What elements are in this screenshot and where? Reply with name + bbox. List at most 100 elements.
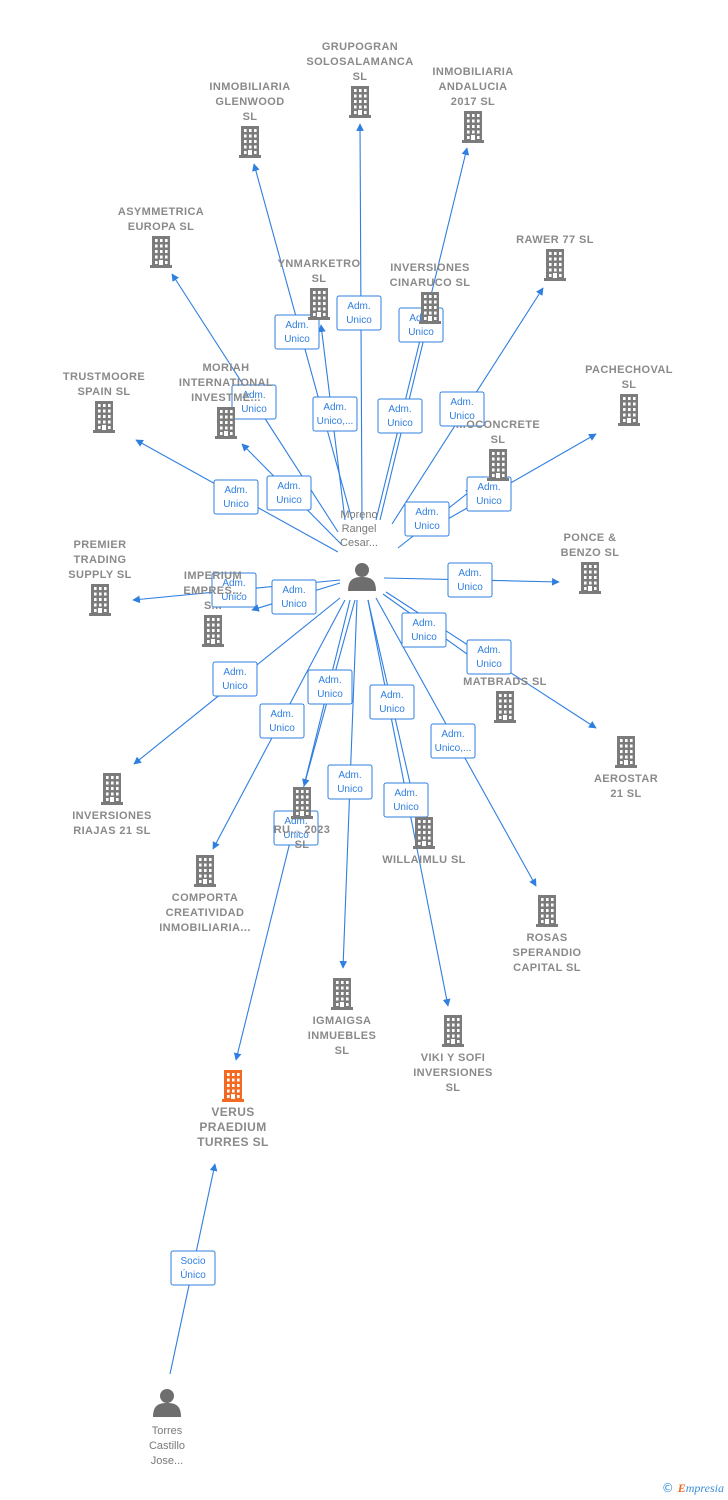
- node-label-line: INMOBILIARIA: [432, 66, 513, 78]
- edge-label-text: Unico: [393, 802, 419, 813]
- edge-label-text: Socio: [180, 1256, 205, 1267]
- edge-label-text: Unico: [337, 784, 363, 795]
- node-label-line: TURRES SL: [197, 1135, 269, 1149]
- edge-label-moreno-imperium[interactable]: Adm.Unico: [271, 579, 317, 615]
- edge-label-moreno-viki[interactable]: Adm. Unico: [383, 782, 429, 818]
- edge-label-moreno-pachechoval[interactable]: Adm.Unico: [466, 476, 512, 512]
- node-label-line: SPAIN SL: [77, 386, 130, 398]
- person-icon: [153, 1389, 181, 1417]
- edge-label-text: Unico: [317, 689, 343, 700]
- edge-label-text: Adm.: [394, 788, 417, 799]
- company-node-comporta[interactable]: COMPORTACREATIVIDADINMOBILIARIA...: [159, 855, 251, 934]
- company-node-rawer[interactable]: RAWER 77 SL: [516, 234, 594, 281]
- edge-label-text: Unico,...: [317, 416, 354, 427]
- company-node-willaimlu[interactable]: WILLAIMLU SL: [382, 817, 466, 866]
- edge-label-box: [404, 501, 450, 537]
- node-label-line: INMOBILIARIA: [209, 81, 290, 93]
- edge-label-moreno-grupogran[interactable]: Adm. Unico: [336, 295, 382, 331]
- building-icon: [93, 401, 115, 433]
- edge-label-text: Adm.: [347, 301, 370, 312]
- node-label-line: SUPPLY SL: [68, 569, 132, 581]
- building-icon: [462, 111, 484, 143]
- edge-label-box: [466, 639, 512, 675]
- node-label-line: GLENWOOD: [215, 96, 284, 108]
- empresia-brand[interactable]: ©Empresia: [662, 1481, 724, 1496]
- company-node-rosas[interactable]: ROSAS SPERANDIO CAPITAL SL: [513, 895, 582, 974]
- node-label-line: SL: [335, 1045, 350, 1057]
- edge-label-text: Adm.: [477, 482, 500, 493]
- edge-label-moreno-coconcrete[interactable]: Adm.Unico: [404, 501, 450, 537]
- edge-label-text: Unico: [222, 681, 248, 692]
- edge-label-box: [369, 684, 415, 720]
- node-label-line: IMPERIUM: [184, 570, 242, 582]
- node-label-line: CAPITAL SL: [513, 962, 581, 974]
- person-node-moreno[interactable]: MorenoRangelCesar...: [340, 509, 378, 591]
- edge-label-moreno-asymmetrica[interactable]: Adm.Unico: [231, 384, 277, 420]
- building-icon: [150, 236, 172, 268]
- edge-label-moreno-riajas[interactable]: Adm.Unico: [212, 661, 258, 697]
- edge-label-text: Adm.: [412, 618, 435, 629]
- node-label-line: INVERSIONES: [413, 1067, 493, 1079]
- edge-label-moreno-glenwood[interactable]: Adm.Unico,...: [312, 396, 358, 432]
- node-label-line: Torres: [152, 1425, 183, 1437]
- edge-label-text: Unico: [387, 418, 413, 429]
- edge-label-moreno-comporta[interactable]: Adm.Unico: [259, 703, 305, 739]
- node-label-line: BENZO SL: [561, 547, 620, 559]
- edge-label-text: Adm.: [441, 729, 464, 740]
- edge-label-text: Adm.: [242, 390, 265, 401]
- company-node-moriah[interactable]: MORIAHINTERNATIONALINVESTME...: [179, 362, 273, 439]
- edge-label-moreno-rosas[interactable]: Adm.Unico,...: [430, 723, 476, 759]
- person-node-torres[interactable]: TorresCastilloJose...: [149, 1389, 185, 1467]
- company-node-imperium[interactable]: IMPERIUMEMPRES...S...: [183, 570, 242, 647]
- edge-label-text: Adm.: [380, 690, 403, 701]
- edge-label-moreno-aerostar[interactable]: Adm.Unico: [466, 639, 512, 675]
- edge-label-moreno-ru2023[interactable]: Adm.Unico: [307, 669, 353, 705]
- edge-label-moreno-rawer[interactable]: Adm.Unico: [439, 391, 485, 427]
- edge-label-moreno-ynmarketro[interactable]: Adm.Unico: [274, 314, 320, 350]
- edge-label-moreno-trustmoore[interactable]: Adm.Unico: [213, 479, 259, 515]
- edge-label-text: Adm.: [388, 404, 411, 415]
- edge-label-box: [271, 579, 317, 615]
- edge-label-text: Adm.: [477, 645, 500, 656]
- node-label-line: Castillo: [149, 1440, 185, 1452]
- edge-label-box: [430, 723, 476, 759]
- building-icon: [222, 1070, 244, 1102]
- node-label-line: Moreno: [340, 509, 377, 521]
- company-node-matbrads[interactable]: MATBRADS SL: [463, 676, 547, 723]
- edge-label-moreno-igmaigsa[interactable]: Adm.Unico: [327, 764, 373, 800]
- node-label-line: SL: [622, 379, 637, 391]
- edge-label-moreno-willaimlu[interactable]: Adm.Unico: [369, 684, 415, 720]
- building-icon: [442, 1015, 464, 1047]
- edge-label-text: Unico: [408, 327, 434, 338]
- edge-label-text: Adm.: [277, 481, 300, 492]
- edge-label-moreno-ponce[interactable]: Adm.Unico: [447, 562, 493, 598]
- node-label-line: 21 SL: [610, 788, 641, 800]
- company-node-ponce[interactable]: PONCE &BENZO SL: [561, 532, 620, 594]
- edge-label-moreno-moriah[interactable]: Adm.Unico: [266, 475, 312, 511]
- node-label-line: SPERANDIO: [513, 947, 582, 959]
- edge-label-moreno-matbrads[interactable]: Adm.Unico: [401, 612, 447, 648]
- edge-label-moreno-premier[interactable]: Adm.Unico: [211, 572, 257, 608]
- edge-label-text: Unico: [223, 499, 249, 510]
- node-label-line: ROSAS: [526, 932, 567, 944]
- edge-label-moreno-andalucia[interactable]: Adm. Unico: [377, 398, 423, 434]
- edge-label-text: Unico: [346, 315, 372, 326]
